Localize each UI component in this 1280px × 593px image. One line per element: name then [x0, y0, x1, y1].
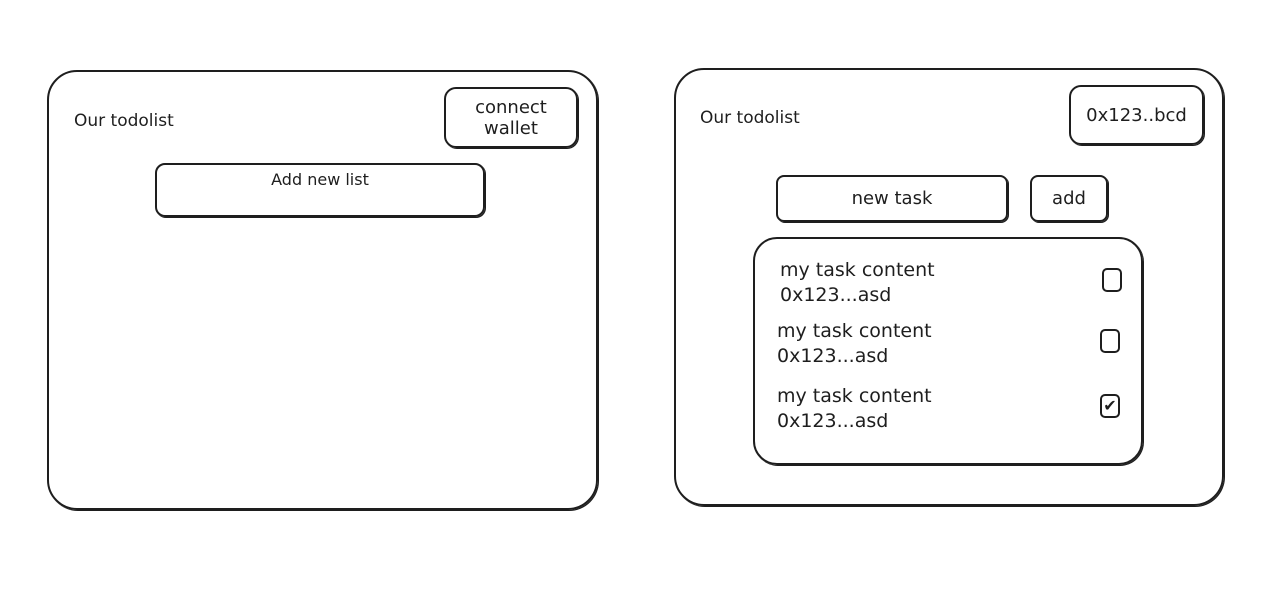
right-title: Our todolist — [700, 108, 800, 128]
task-content: my task content — [777, 385, 932, 407]
task-checkbox-checked[interactable]: ✔ — [1100, 394, 1120, 418]
task-content: my task content — [780, 259, 935, 281]
task-owner: 0x123...asd — [780, 284, 892, 306]
right-frame — [674, 68, 1224, 506]
wallet-address-button[interactable]: 0x123..bcd — [1069, 85, 1204, 145]
task-owner: 0x123...asd — [777, 410, 889, 432]
task-content: my task content — [777, 320, 932, 342]
task-owner: 0x123...asd — [777, 345, 889, 367]
add-new-list-button[interactable]: Add new list — [155, 163, 485, 217]
left-title: Our todolist — [74, 111, 174, 131]
add-task-button[interactable]: add — [1030, 175, 1108, 222]
checkmark-icon: ✔ — [1103, 396, 1117, 415]
task-list — [753, 237, 1143, 465]
new-task-input[interactable]: new task — [776, 175, 1008, 222]
task-checkbox[interactable] — [1100, 329, 1120, 353]
task-checkbox[interactable] — [1102, 268, 1122, 292]
left-frame — [47, 70, 598, 510]
connect-wallet-button[interactable]: connect wallet — [444, 87, 578, 148]
